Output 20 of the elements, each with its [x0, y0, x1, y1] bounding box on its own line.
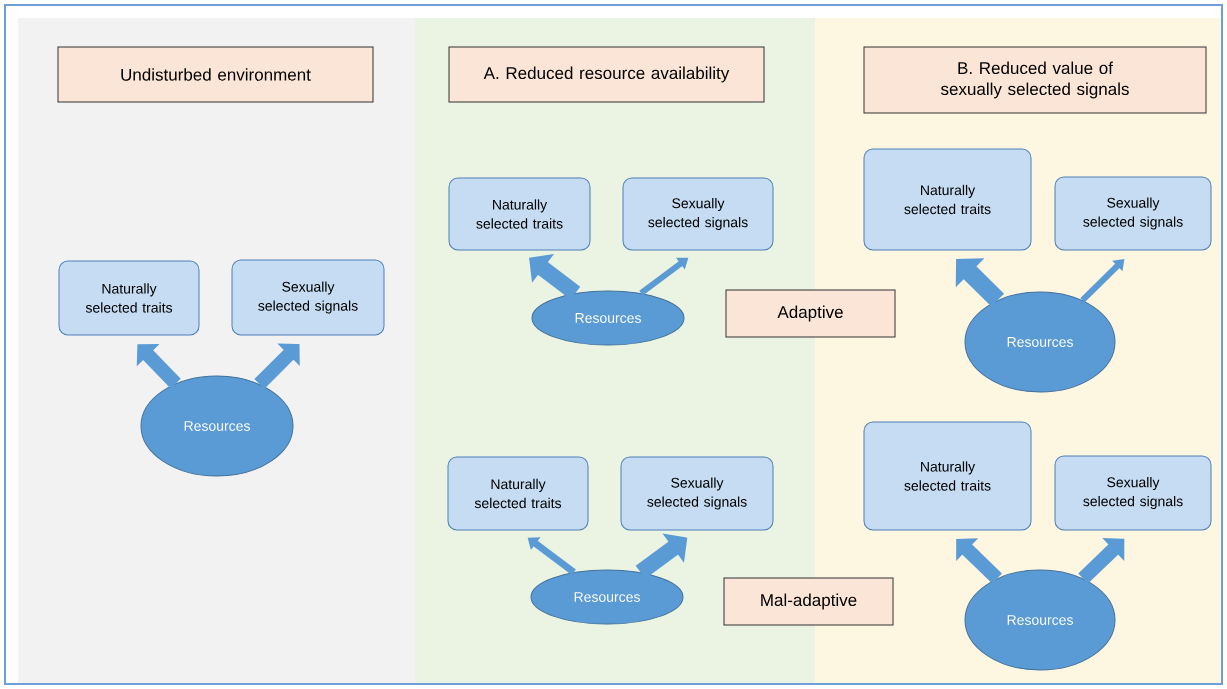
heading-box: Undisturbed environment	[57, 46, 374, 103]
process-box: Naturally selected traits	[447, 456, 589, 531]
process-box: Sexually selected signals	[1054, 176, 1212, 251]
heading-box: A. Reduced resource availability	[448, 46, 765, 103]
block-arrow	[956, 538, 1002, 584]
process-box: Sexually selected signals	[622, 177, 774, 251]
block-arrow	[254, 343, 300, 389]
process-box: Naturally selected traits	[58, 260, 200, 336]
block-arrow	[1078, 538, 1125, 584]
heading-box: B. Reduced value of sexually selected signals	[863, 46, 1207, 114]
block-arrow	[136, 344, 181, 389]
outcome-box: Mal-adaptive	[723, 577, 894, 626]
process-box: Naturally selected traits	[448, 177, 591, 251]
process-box: Sexually selected signals	[1054, 455, 1212, 531]
process-box: Naturally selected traits	[863, 148, 1032, 251]
outcome-box: Adaptive	[725, 289, 896, 338]
process-box: Sexually selected signals	[620, 456, 774, 531]
block-arrow	[955, 258, 1005, 307]
process-box: Naturally selected traits	[863, 421, 1032, 531]
process-box: Sexually selected signals	[231, 259, 385, 336]
